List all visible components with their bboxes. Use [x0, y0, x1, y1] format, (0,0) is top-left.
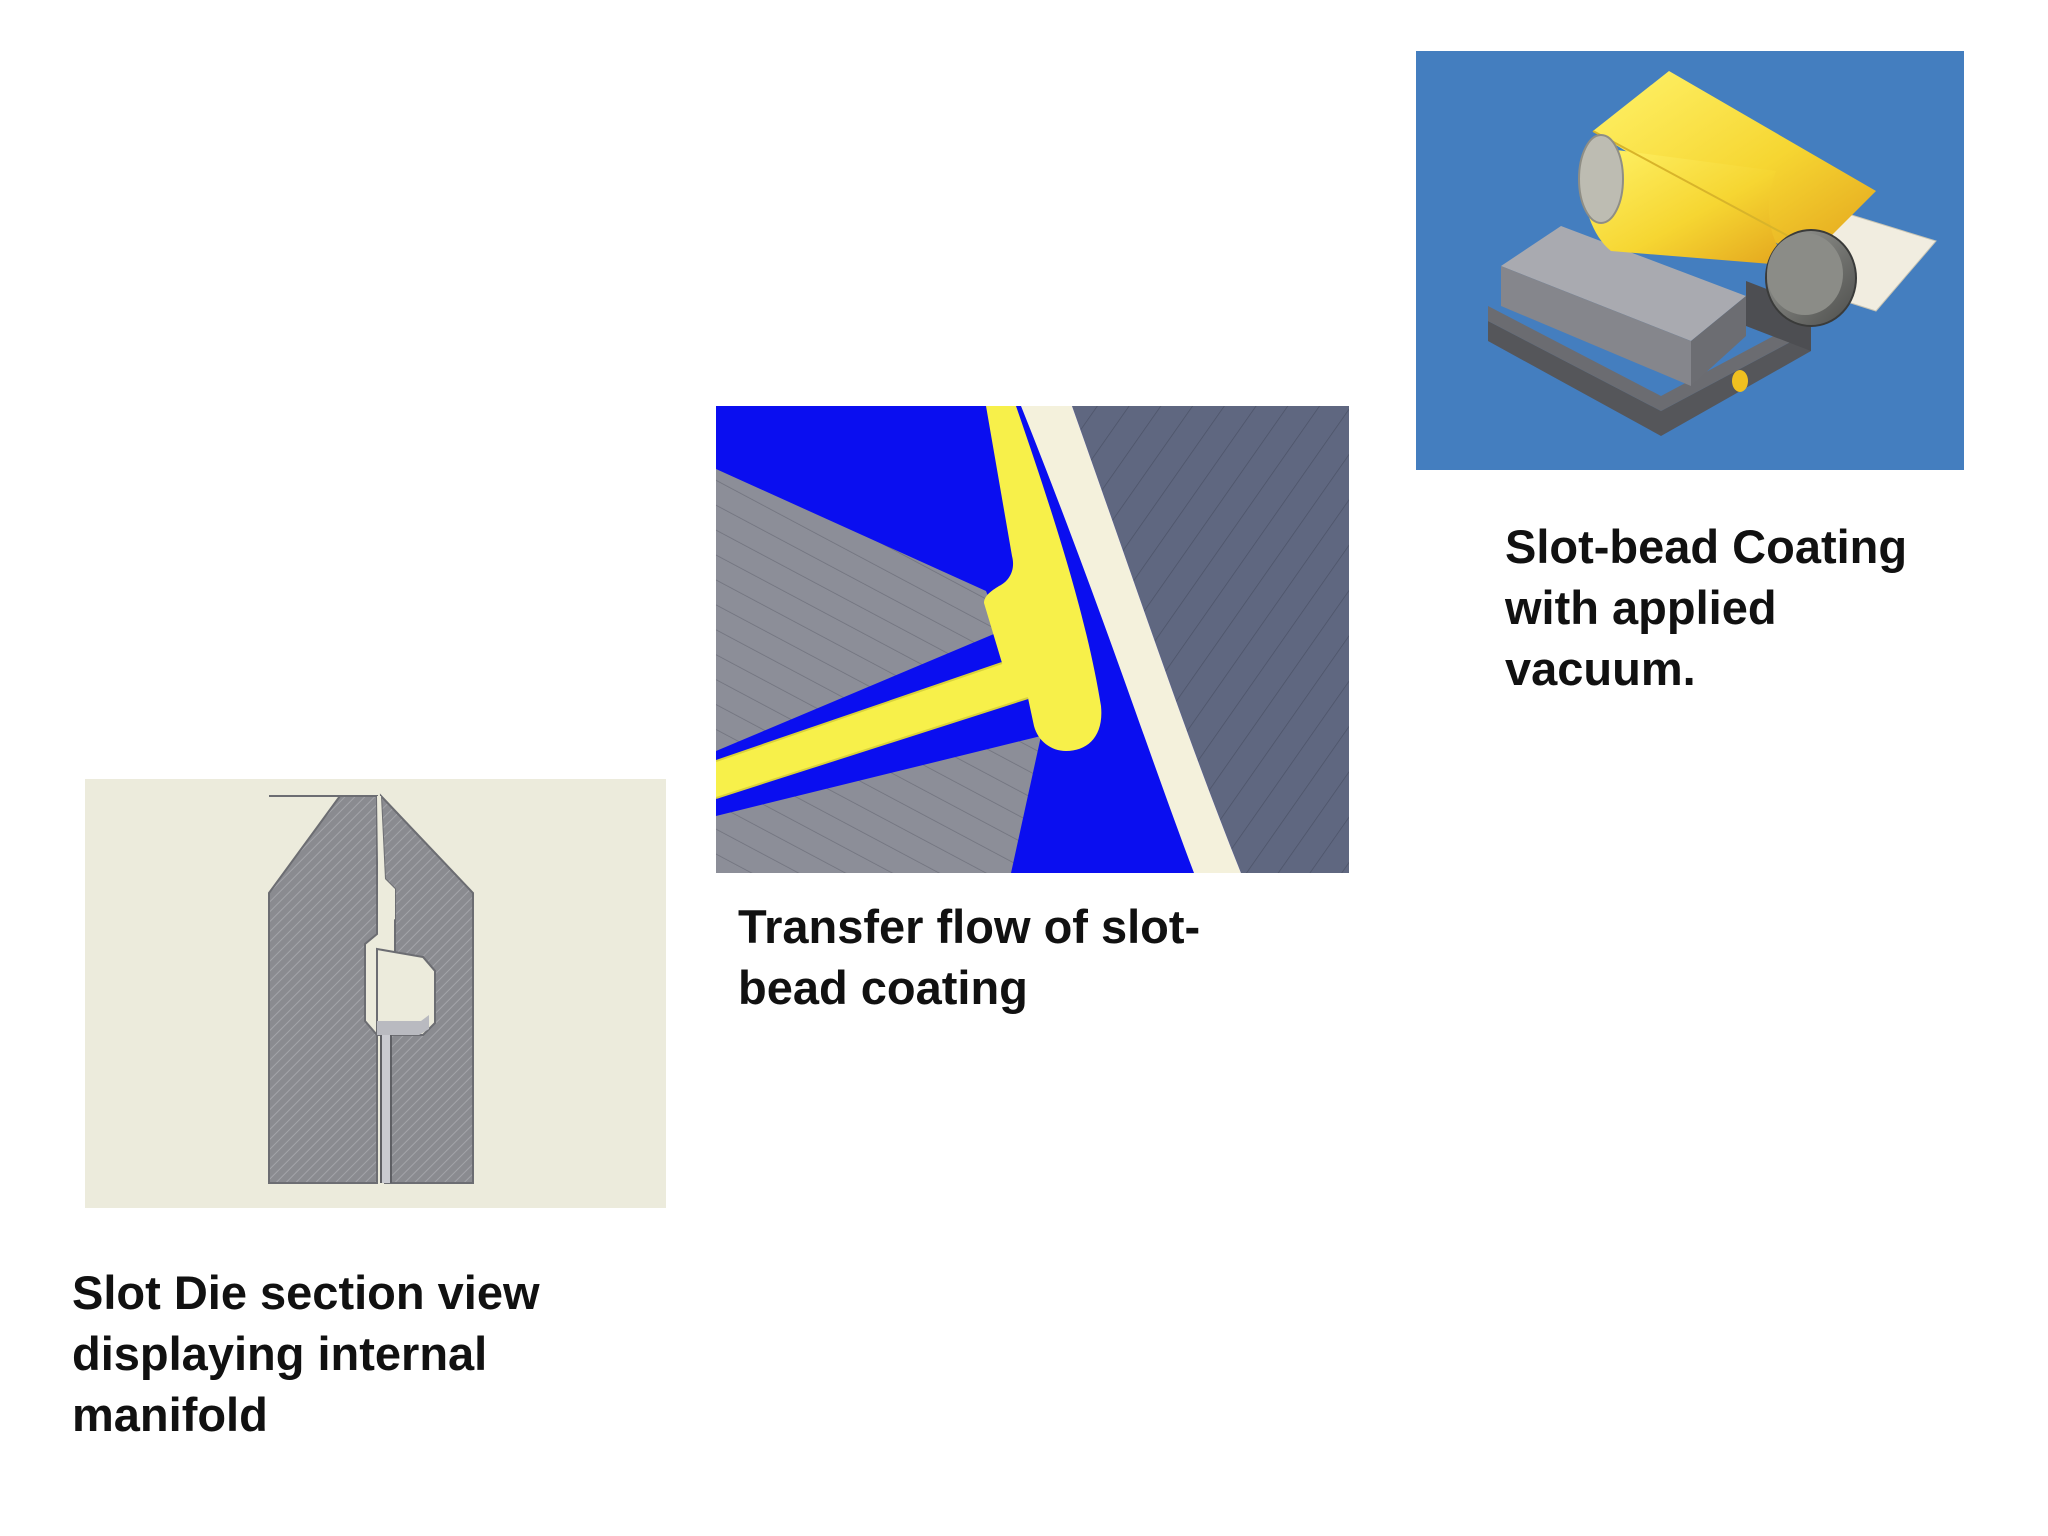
transfer-flow-caption: Transfer flow of slot- bead coating — [738, 900, 1201, 1014]
slot-die-section-image — [85, 779, 666, 1208]
slot-bead-vacuum-caption: Slot-bead Coating with applied vacuum. — [1505, 520, 1908, 695]
slot-die-section-caption: Slot Die section view displaying interna… — [72, 1266, 540, 1441]
slot-bead-vacuum-image — [1416, 51, 1964, 470]
transfer-flow-image — [716, 406, 1349, 873]
